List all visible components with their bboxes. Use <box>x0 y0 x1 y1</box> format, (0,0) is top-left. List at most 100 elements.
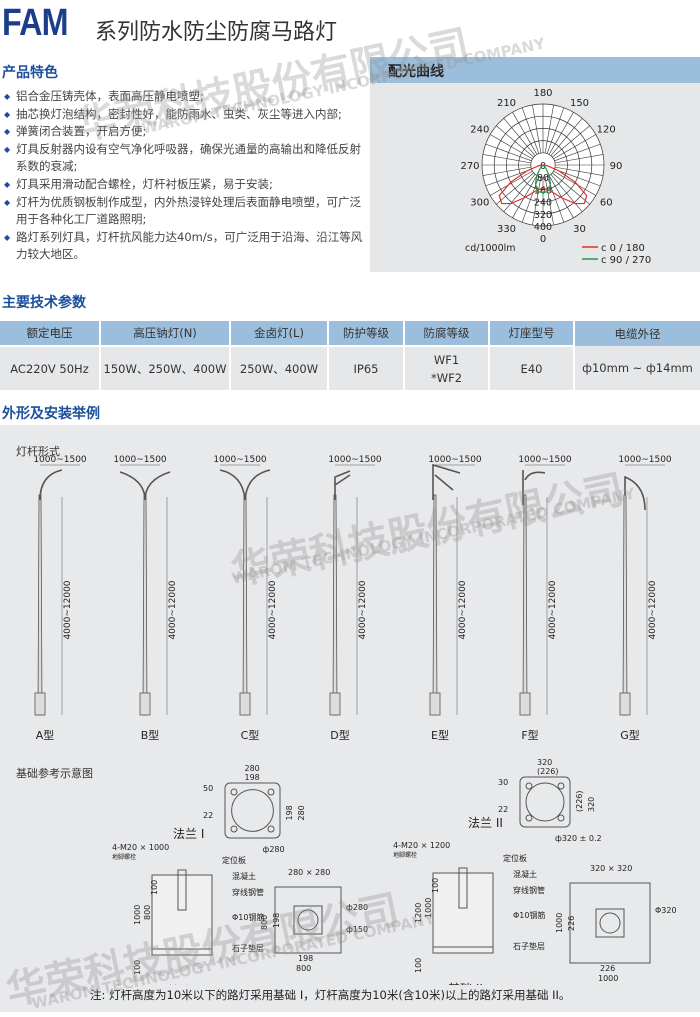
col-header: 电缆外径 <box>574 321 700 346</box>
cell-mh: 250W、400W <box>230 345 329 390</box>
pole-type-label: F型 <box>521 728 538 742</box>
dimension-label: 地脚螺栓 <box>112 853 136 861</box>
dimension-label: 226 <box>567 916 576 931</box>
angle-label: 0 <box>540 234 546 245</box>
pole-type-label: E型 <box>431 728 449 742</box>
height-label: 4000~12000 <box>648 580 658 639</box>
feature-item: 灯具反射器内设有空气净化呼吸器，确保光通量的高输出和降低反射系数的衰减; <box>4 141 364 176</box>
dimension-label: 1200 <box>414 903 423 923</box>
dimension-label: 800 <box>143 905 152 920</box>
foundation-block <box>151 874 213 956</box>
plan-circle <box>297 909 319 931</box>
install-heading: 外形及安装举例 <box>2 406 100 422</box>
angle-label: 300 <box>470 198 489 209</box>
polar-spoke <box>548 112 574 155</box>
bolt-hole <box>267 825 275 833</box>
angle-label: 180 <box>533 88 552 99</box>
cell-socket: E40 <box>489 345 575 390</box>
dimension-label: 100 <box>133 960 142 975</box>
polar-spoke <box>553 134 596 160</box>
polar-spoke <box>490 134 533 160</box>
foundation-block <box>432 872 494 954</box>
dimension-label: 22 <box>498 805 508 814</box>
dimension-label: 320 <box>537 758 552 767</box>
pole-heading: 灯杆形式 <box>16 445 60 458</box>
col-header: 防护等级 <box>328 321 405 346</box>
col-header: 高压钠灯(N) <box>100 321 231 346</box>
pole-type-label: B型 <box>141 728 160 742</box>
bolt-hole <box>557 814 565 822</box>
radial-tick-label: 160 <box>534 185 552 196</box>
arm-length-label: 1000~1500 <box>328 455 382 465</box>
polar-spoke <box>552 172 590 205</box>
pole-base <box>619 692 631 716</box>
bolt-hole <box>230 825 238 833</box>
feature-item: 铝合金压铸壳体，表面高压静电喷塑; <box>4 88 364 106</box>
polar-spoke <box>512 175 538 218</box>
col-header: 额定电压 <box>0 321 101 346</box>
polar-spoke <box>546 107 565 154</box>
polar-spoke <box>532 176 542 226</box>
arm-length-label: 1000~1500 <box>113 455 167 465</box>
flange-name: 法兰 I <box>173 827 204 841</box>
arm-length-label: 1000~1500 <box>33 455 87 465</box>
dimension-label: 100 <box>431 878 440 893</box>
pole-base <box>519 692 531 716</box>
angle-label: 240 <box>470 125 489 136</box>
polar-spoke <box>485 168 532 187</box>
polar-spoke <box>554 143 601 162</box>
height-label: 4000~12000 <box>63 580 73 639</box>
polar-spoke <box>554 154 604 164</box>
angle-label: 120 <box>597 125 616 136</box>
col-header: 金卤灯(L) <box>230 321 329 346</box>
polar-spoke <box>496 172 534 205</box>
dimension-label: 100 <box>150 880 159 895</box>
pole-base <box>429 692 441 716</box>
dimension-label: 穿线钢管 <box>232 887 264 897</box>
polar-spoke <box>482 154 532 164</box>
dimension-label: 石子垫层 <box>513 941 545 951</box>
flange-name: 法兰 II <box>468 816 503 830</box>
angle-label: 30 <box>573 224 586 235</box>
foundation-heading: 基础参考示意图 <box>16 767 93 780</box>
dimension-label: 4-M20 × 1000 <box>112 843 169 852</box>
polar-spoke <box>485 143 532 162</box>
dimension-label: 320 × 320 <box>590 864 632 873</box>
dimension-label: 198 <box>245 773 260 782</box>
polar-spoke <box>532 104 542 154</box>
dimension-label: ф280 <box>346 903 368 912</box>
pole-shaft <box>37 494 43 716</box>
polar-spoke <box>553 170 596 196</box>
flange-plate <box>224 782 281 839</box>
foundation-plan <box>569 882 651 964</box>
legend-label: c 0 / 180 <box>601 243 645 254</box>
pole-arm <box>522 470 546 505</box>
dimension-label: 22 <box>203 811 213 820</box>
chart-title: 配光曲线 <box>370 57 700 83</box>
bolt-hole <box>525 814 533 822</box>
specs-heading: 主要技术参数 <box>2 295 86 311</box>
feature-item: 抽芯换灯泡结构，密封性好，能防雨水、虫类、灰尘等进入内部; <box>4 106 364 124</box>
cell-hps: 150W、250W、400W <box>100 345 231 390</box>
dimension-label: 50 <box>203 784 213 793</box>
dimension-label: 1000 <box>133 905 142 925</box>
angle-label: 60 <box>600 198 613 209</box>
dimension-label: 穿线钢管 <box>513 885 545 895</box>
pole-drawings: 1000~15004000~12000A型1000~15004000~12000… <box>33 455 672 742</box>
anchor-bolts <box>458 867 468 909</box>
col-header: 防腐等级 <box>404 321 490 346</box>
pole-arm <box>119 471 171 501</box>
polar-spoke <box>482 166 532 176</box>
pole-type-label: G型 <box>620 728 640 742</box>
dimension-label: 100 <box>414 958 423 973</box>
flange-plate <box>519 776 571 828</box>
polar-chart: 0306090120150180210240270300330080160240… <box>460 88 651 266</box>
dimension-label: ф320 ± 0.2 <box>555 834 602 843</box>
polar-spoke <box>554 166 604 176</box>
legend-label: c 90 / 270 <box>601 255 651 266</box>
radial-tick-label: 400 <box>534 222 552 233</box>
dimension-label: 30 <box>498 778 508 787</box>
pole-type-label: D型 <box>330 728 349 742</box>
